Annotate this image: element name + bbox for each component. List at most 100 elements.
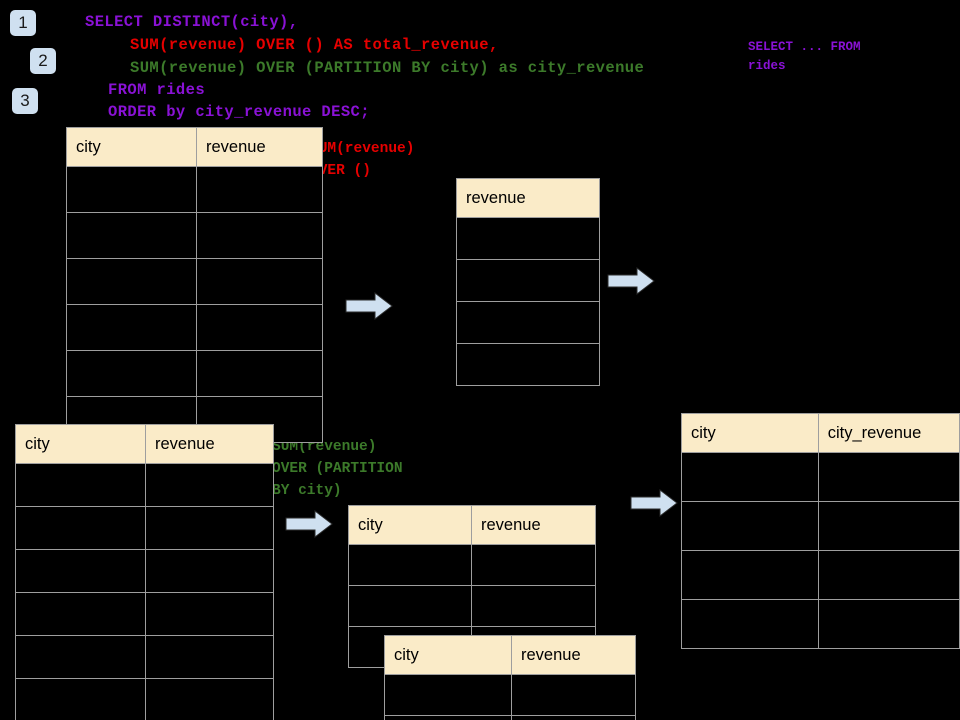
table-cell [681, 599, 819, 649]
table-cell [196, 350, 323, 397]
table-cell [471, 544, 596, 586]
table-row [456, 259, 600, 302]
column-header-city: city [15, 424, 146, 464]
column-header-city: city [66, 127, 197, 167]
table-cell [15, 678, 146, 720]
table-cell [817, 452, 960, 502]
column-header-city: city [681, 413, 819, 453]
city-revenue-annotation-line-1: SUM(revenue) [272, 439, 377, 455]
total-revenue-annotation-line-1: SUM(revenue) [310, 141, 415, 157]
column-header-revenue: revenue [196, 127, 323, 167]
sql-line-1: SELECT DISTINCT(city), [85, 13, 299, 31]
arrow-source-to-partition [285, 509, 333, 539]
table-cell [348, 544, 472, 586]
table-cell [456, 301, 600, 344]
table-cell [681, 550, 819, 600]
table-cell [196, 258, 323, 305]
table-row [66, 166, 323, 213]
table-cell [817, 550, 960, 600]
sql-line-3: SUM(revenue) OVER (PARTITION BY city) as… [130, 59, 645, 77]
table-row [66, 304, 323, 351]
city-revenue-annotation-line-2: OVER (PARTITION [272, 461, 403, 477]
table-cell [66, 350, 197, 397]
table-cell [145, 463, 274, 507]
table-cell [145, 592, 274, 636]
table-cell [66, 258, 197, 305]
source-query-note: SELECT ... FROM rides [748, 38, 861, 76]
table-cell [511, 674, 636, 716]
column-header-city_revenue: city_revenue [817, 413, 960, 453]
city-revenue-annotation-line-3: BY city) [272, 483, 342, 499]
table-cell [471, 585, 596, 627]
table-row [66, 350, 323, 397]
column-header-revenue: revenue [456, 178, 600, 218]
table-cell [456, 259, 600, 302]
table-cell [196, 212, 323, 259]
table-cell [66, 166, 197, 213]
table-row [15, 678, 274, 720]
table-cell [681, 452, 819, 502]
table-cell [456, 343, 600, 386]
source-query-note-line2: rides [748, 59, 786, 73]
table-row [681, 501, 960, 551]
table-row [66, 258, 323, 305]
table-cell [15, 506, 146, 550]
sql-line-5: ORDER by city_revenue DESC; [108, 103, 370, 121]
table-cell [145, 635, 274, 679]
table-row [384, 674, 636, 716]
table-cell [15, 463, 146, 507]
table-row [15, 592, 274, 636]
table-cell [348, 585, 472, 627]
table-cell [456, 217, 600, 260]
table-cell [15, 635, 146, 679]
table-row [456, 217, 600, 260]
step-badge-2: 2 [30, 48, 56, 74]
table-cell [15, 592, 146, 636]
table-cell [384, 674, 512, 716]
table-cell [145, 506, 274, 550]
city-revenue-annotation: SUM(revenue) OVER (PARTITION BY city) [272, 436, 403, 502]
table-row [348, 585, 596, 627]
table-cell [196, 166, 323, 213]
table-cell [66, 212, 197, 259]
column-header-revenue: revenue [471, 505, 596, 545]
step-badge-3: 3 [12, 88, 38, 114]
table-cell [817, 599, 960, 649]
table-row [456, 343, 600, 386]
arrow-source-to-total [345, 291, 393, 321]
table-cell [817, 501, 960, 551]
step-badge-1: 1 [10, 10, 36, 36]
total-revenue-annotation: SUM(revenue) OVER () [310, 138, 414, 182]
sql-line-4: FROM rides [108, 81, 206, 99]
arrow-partition-to-result [630, 488, 678, 518]
table-row [384, 715, 636, 720]
table-cell [15, 549, 146, 593]
table-cell [511, 715, 636, 720]
column-header-revenue: revenue [145, 424, 274, 464]
column-header-city: city [384, 635, 512, 675]
table-cell [681, 501, 819, 551]
column-header-city: city [348, 505, 472, 545]
sql-line-2: SUM(revenue) OVER () AS total_revenue, [130, 36, 499, 54]
table-cell [145, 678, 274, 720]
total-revenue-annotation-line-2: OVER () [310, 163, 371, 179]
source-query-note-line1: SELECT ... FROM [748, 40, 861, 54]
table-row [681, 550, 960, 600]
table-row [15, 549, 274, 593]
table-row [681, 599, 960, 649]
table-row [15, 463, 274, 507]
table-row [348, 544, 596, 586]
table-cell [145, 549, 274, 593]
table-row [15, 506, 274, 550]
table-row [15, 635, 274, 679]
